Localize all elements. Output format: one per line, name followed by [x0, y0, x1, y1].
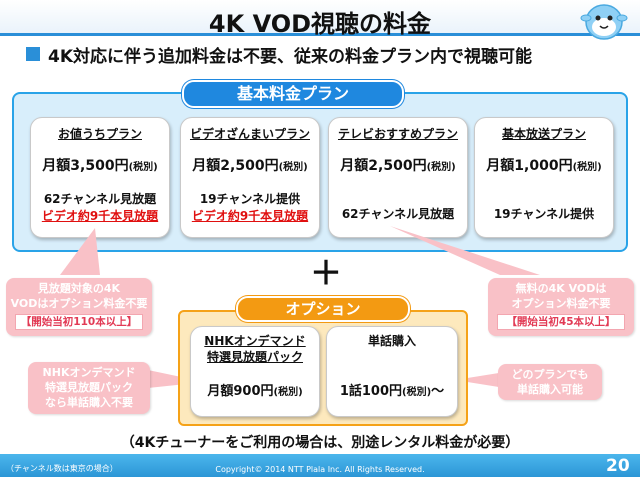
callout-line: 無料の4K VODは [515, 282, 607, 295]
plan-price: 月額1,000円(税別) [486, 158, 602, 174]
option-price: 1話100円(税別)～ [339, 384, 445, 399]
callout-pill: 【開始当初110本以上】 [15, 314, 143, 330]
callout-nhk-no-single-purchase: NHKオンデマンド 特選見放題パック なら単話購入不要 [28, 362, 150, 414]
option-name: 特選見放題パック [206, 350, 303, 364]
plan-price: 月額2,500円(税別) [340, 158, 456, 174]
plan-channels: 19チャンネル提供 [199, 192, 301, 206]
plan-name: 基本放送プラン [501, 127, 586, 141]
callout-line: なら単話購入不要 [45, 396, 133, 409]
page-number: 20 [606, 456, 630, 476]
callout-4k-vod-included: 見放題対象の4K VODはオプション料金不要 【開始当初110本以上】 [6, 278, 152, 336]
plan-price: 月額2,500円(税別) [192, 158, 308, 174]
option-name: NHKオンデマンド [204, 334, 306, 348]
channel-count-note: （チャンネル数は東京の場合） [6, 464, 118, 473]
callout-any-plan-single-purchase: どのプランでも 単話購入可能 [498, 364, 602, 400]
subtitle: 4K対応に伴う追加料金は不要、従来の料金プラン内で視聴可能 [48, 47, 533, 67]
plan-card-tv-osusume: テレビおすすめプラン 月額2,500円(税別) 62チャンネル見放題 [328, 117, 468, 238]
plan-channels: 62チャンネル見放題 [43, 192, 157, 206]
plan-card-oneuchi: お値うちプラン 月額3,500円(税別) 62チャンネル見放題 ビデオ約9千本見… [30, 117, 170, 238]
mascot-icon [580, 4, 628, 40]
option-price: 月額900円(税別) [207, 384, 303, 399]
plan-name: テレビおすすめプラン [337, 127, 458, 141]
callout-line: 単話購入可能 [517, 383, 583, 396]
plan-name: お値うちプラン [57, 127, 142, 141]
callout-line: オプション料金不要 [511, 297, 611, 310]
basic-plans-heading: 基本料金プラン [182, 80, 404, 108]
rental-fee-note: （4Kチューナーをご利用の場合は、別途レンタル料金が必要） [120, 435, 520, 451]
footer-band [0, 454, 640, 477]
plan-channels: 19チャンネル提供 [493, 207, 595, 221]
plan-card-video-zanmai: ビデオざんまいプラン 月額2,500円(税別) 19チャンネル提供 ビデオ約9千… [180, 117, 320, 238]
callout-line: NHKオンデマンド [42, 366, 136, 379]
page-title: 4K VOD視聴の料金 [208, 10, 432, 38]
callout-free-4k-vod: 無料の4K VODは オプション料金不要 【開始当初45本以上】 [488, 278, 634, 336]
callout-line: どのプランでも [511, 368, 589, 381]
option-name: 単話購入 [367, 334, 416, 348]
plan-price: 月額3,500円(税別) [42, 158, 158, 174]
plan-note: ビデオ約9千本見放題 [191, 209, 309, 223]
plan-name: ビデオざんまいプラン [189, 127, 310, 141]
plus-sign: ＋ [310, 254, 343, 292]
copyright: Copyright© 2014 NTT Plala Inc. All Right… [215, 465, 425, 474]
callout-line: VODはオプション料金不要 [10, 297, 148, 310]
title-band [0, 0, 640, 36]
callout-line: 特選見放題パック [45, 381, 133, 394]
option-card-single-purchase: 単話購入 1話100円(税別)～ [326, 326, 458, 417]
option-card-nhk-ondemand: NHKオンデマンド 特選見放題パック 月額900円(税別) [190, 326, 320, 417]
plan-channels: 62チャンネル見放題 [341, 207, 455, 221]
plan-card-kihon-housou: 基本放送プラン 月額1,000円(税別) 19チャンネル提供 [474, 117, 614, 238]
options-heading: オプション [236, 296, 410, 322]
callout-line: 見放題対象の4K [37, 282, 121, 295]
subtitle-bullet [26, 47, 40, 61]
plan-note: ビデオ約9千本見放題 [41, 209, 159, 223]
callout-pill: 【開始当初45本以上】 [497, 314, 625, 330]
